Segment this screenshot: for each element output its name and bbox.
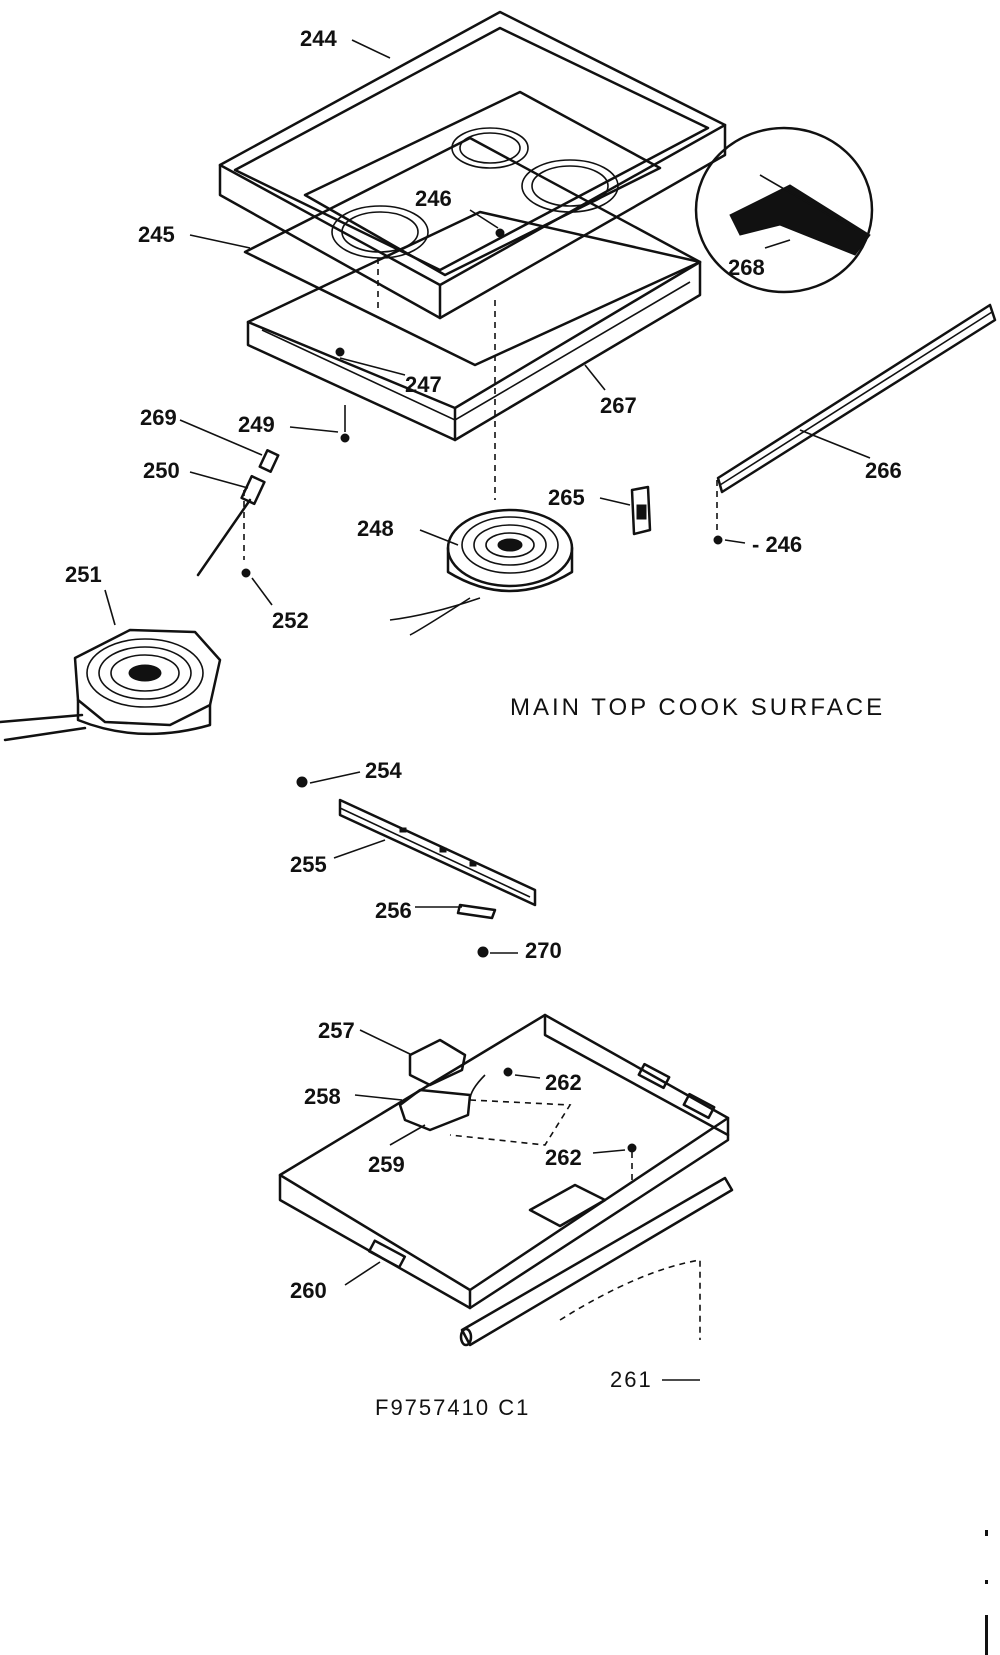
callout-245: 245	[138, 222, 175, 247]
screw-262	[503, 1067, 513, 1077]
clip-265	[630, 485, 652, 536]
scan-mark	[985, 1530, 988, 1536]
callout-267: 267	[600, 393, 637, 418]
screw-249	[340, 405, 350, 443]
callout-265: 265	[548, 485, 585, 510]
surface-burner-251	[0, 628, 222, 742]
callout-259: 259	[368, 1152, 405, 1177]
callout-248: 248	[357, 516, 394, 541]
rod-261	[459, 1176, 734, 1347]
callout-262a: 262	[545, 1070, 582, 1095]
detail-circle-268	[694, 126, 874, 294]
burner-box-260	[278, 1013, 730, 1310]
switch-bracket-257	[398, 1038, 572, 1146]
callout-270: 270	[525, 938, 562, 963]
callout-249: 249	[238, 412, 275, 437]
top-frame-244	[218, 10, 727, 320]
callout-256: 256	[375, 898, 412, 923]
callout-258: 258	[304, 1084, 341, 1109]
callout-252: 252	[272, 608, 309, 633]
callout-246b: - 246	[752, 532, 802, 557]
scan-mark	[985, 1615, 988, 1655]
callout-250: 250	[143, 458, 180, 483]
callout-269: 269	[140, 405, 177, 430]
scan-mark	[985, 1580, 988, 1584]
leader-lines	[104, 39, 871, 1381]
lower-tray-267	[246, 210, 702, 442]
bracket-255	[296, 776, 537, 958]
callout-246: 246	[415, 186, 452, 211]
callout-262b: 262	[545, 1145, 582, 1170]
figure-code: F9757410 C1	[375, 1395, 530, 1420]
callout-260: 260	[290, 1278, 327, 1303]
callout-247: 247	[405, 372, 442, 397]
section-title: MAIN TOP COOK SURFACE	[510, 694, 885, 721]
screw-262	[627, 1143, 637, 1153]
callout-257: 257	[318, 1018, 355, 1043]
callout-268: 268	[728, 255, 765, 280]
sensor-probe-250	[196, 449, 280, 578]
callout-254: 254	[365, 758, 402, 783]
trim-strip-266	[713, 303, 997, 545]
callout-251: 251	[65, 562, 102, 587]
burner-element-248	[389, 508, 574, 636]
callout-266: 266	[865, 458, 902, 483]
callout-244: 244	[300, 26, 337, 51]
callout-255: 255	[290, 852, 327, 877]
callout-261: 261	[610, 1367, 653, 1392]
